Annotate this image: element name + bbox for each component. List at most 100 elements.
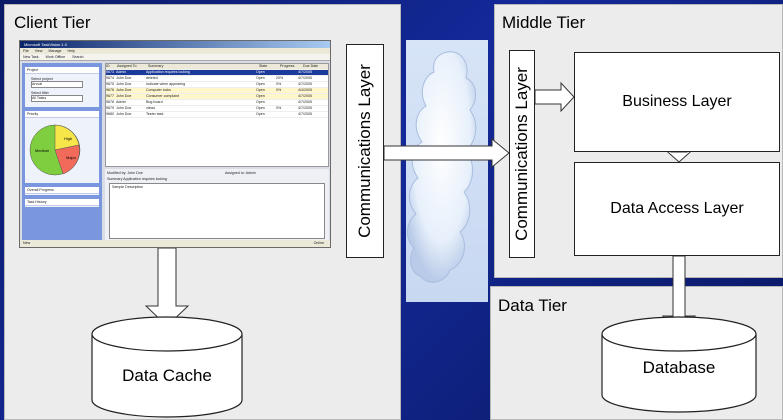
app-select-project-label: Select project bbox=[31, 77, 53, 81]
app-sidebar-project-head: Project bbox=[25, 67, 99, 74]
app-grid-cell: Open bbox=[256, 88, 265, 92]
app-sidebar-priority: Priority High Medium Major bbox=[25, 111, 99, 183]
app-grid-cell: Admin bbox=[116, 100, 127, 104]
app-select-filter-value: All Tasks bbox=[31, 95, 83, 102]
app-grid-cell: 0% bbox=[276, 82, 282, 86]
app-grid-cell: John Doe bbox=[116, 106, 132, 110]
app-priority-pie-chart: High Medium Major bbox=[29, 124, 81, 176]
app-grid-header: ID Assigned To Summary State Progress Du… bbox=[106, 64, 328, 70]
app-grid-cell: Open bbox=[256, 82, 265, 86]
app-detail-pane: Modified by: John Doe Assigned to: Admin… bbox=[105, 169, 329, 241]
app-status-bar: New Online bbox=[20, 240, 330, 247]
cloud-shape bbox=[407, 51, 477, 283]
app-grid-cell: 9679 bbox=[106, 106, 114, 110]
app-detail-assigned-to: Assigned to: Admin bbox=[225, 171, 256, 175]
app-grid-cell: Open bbox=[256, 70, 265, 74]
comm-layer-left: Communications Layer bbox=[346, 44, 384, 258]
app-grid-cell: 9675 bbox=[106, 82, 114, 86]
app-grid-cell: Open bbox=[256, 94, 265, 98]
arrow-app-to-cache bbox=[144, 247, 190, 327]
app-grid-cell: 9680 bbox=[106, 112, 114, 116]
app-grid-cell: John Doe bbox=[116, 76, 132, 80]
app-grid-col-state: State bbox=[259, 64, 268, 68]
app-pie-label-major: Major bbox=[66, 155, 77, 160]
app-grid-cell: Open bbox=[256, 106, 265, 110]
app-grid-cell: 4/7/2005 bbox=[298, 112, 312, 116]
app-grid-cell: Indicate when appearing bbox=[146, 82, 186, 86]
app-grid-cell: John Doe bbox=[116, 82, 132, 86]
app-grid-cell: Admin bbox=[116, 70, 127, 74]
app-grid-cell: Open bbox=[256, 112, 265, 116]
app-grid-cell: Tester task bbox=[146, 112, 164, 116]
app-grid-cell: 9678 bbox=[106, 100, 114, 104]
app-grid-col-assigned: Assigned To bbox=[117, 64, 137, 68]
app-grid-cell: 4/4/2005 bbox=[298, 88, 312, 92]
app-toolbar: New Task Work Offline Search bbox=[20, 54, 330, 61]
middle-tier-title: Middle Tier bbox=[502, 13, 586, 32]
app-title-bar: Microsoft TaskVision 1.0 bbox=[20, 41, 330, 48]
app-grid-cell: deleted bbox=[146, 76, 158, 80]
app-grid-cell: Consumer complaint bbox=[146, 94, 179, 98]
app-detail-description: Sample Description bbox=[112, 185, 144, 189]
app-grid-cell: Open bbox=[256, 100, 265, 104]
app-grid-cell: John Doe bbox=[116, 94, 132, 98]
app-menu-bar: File View Manage Help bbox=[20, 48, 330, 54]
database-label: Database bbox=[642, 358, 716, 377]
app-menu-manage: Manage bbox=[48, 49, 62, 53]
app-grid-col-summary: Summary bbox=[148, 64, 164, 68]
app-grid-cell: 4/7/2005 bbox=[298, 100, 312, 104]
app-menu-help: Help bbox=[67, 49, 75, 53]
app-detail-description-box: Sample Description bbox=[109, 183, 325, 239]
app-grid-cell: John Doe bbox=[116, 112, 132, 116]
business-layer-box: Business Layer bbox=[574, 52, 780, 152]
app-grid-cell: 0% bbox=[276, 88, 282, 92]
comm-layer-left-label: Communications Layer bbox=[355, 64, 374, 238]
app-toolbar-search: Search bbox=[72, 55, 84, 59]
app-grid-cell: Application requires locking bbox=[146, 70, 190, 74]
business-layer-label: Business Layer bbox=[622, 93, 732, 110]
app-sidebar: Project Select project Arcval Select fil… bbox=[22, 63, 102, 241]
app-menu-view: View bbox=[34, 49, 43, 53]
app-grid-cell: views bbox=[146, 106, 155, 110]
app-grid-cell: 9673 bbox=[106, 70, 114, 74]
app-sidebar-history: Task History bbox=[25, 199, 99, 207]
data-cache-label: Data Cache bbox=[122, 366, 212, 385]
app-sidebar-priority-head: Priority bbox=[25, 111, 99, 118]
app-grid-cell: 0% bbox=[276, 106, 282, 110]
app-grid-cell: 4/7/2005 bbox=[298, 94, 312, 98]
app-task-grid: ID Assigned To Summary State Progress Du… bbox=[105, 63, 329, 167]
app-sidebar-project: Project Select project Arcval Select fil… bbox=[25, 67, 99, 107]
app-grid-cell: 9677 bbox=[106, 94, 114, 98]
app-grid-cell: Computer locks bbox=[146, 88, 171, 92]
app-status-left: New bbox=[23, 241, 31, 245]
app-grid-cell: Open bbox=[256, 76, 265, 80]
app-grid-cell: 4/7/2005 bbox=[298, 82, 312, 86]
app-sidebar-history-head: Task History bbox=[25, 199, 99, 206]
app-sidebar-progress-head: Overall Progress bbox=[25, 187, 99, 194]
app-sidebar-progress: Overall Progress bbox=[25, 187, 99, 195]
arrow-comm-to-business bbox=[534, 81, 575, 113]
app-detail-modified-by: Modified by: John Doe bbox=[107, 171, 143, 175]
app-detail-summary: Summary Application requires locking bbox=[107, 177, 167, 181]
comm-layer-right: Communications Layer bbox=[509, 50, 535, 258]
app-status-right: Online bbox=[313, 241, 324, 245]
data-tier-title: Data Tier bbox=[498, 296, 567, 315]
app-grid-cell: 4/7/2005 bbox=[298, 70, 312, 74]
database-cylinder bbox=[601, 316, 757, 413]
app-menu-file: File bbox=[23, 49, 29, 53]
app-toolbar-work-offline: Work Offline bbox=[45, 55, 66, 59]
app-grid-cell: 4/7/2005 bbox=[298, 106, 312, 110]
comm-layer-right-label: Communications Layer bbox=[512, 67, 531, 241]
app-grid-col-id: ID bbox=[106, 64, 110, 68]
app-grid-col-due: Due Date bbox=[303, 64, 319, 68]
app-toolbar-new-task: New Task bbox=[23, 55, 39, 59]
app-grid-cell: Bug board bbox=[146, 100, 163, 104]
